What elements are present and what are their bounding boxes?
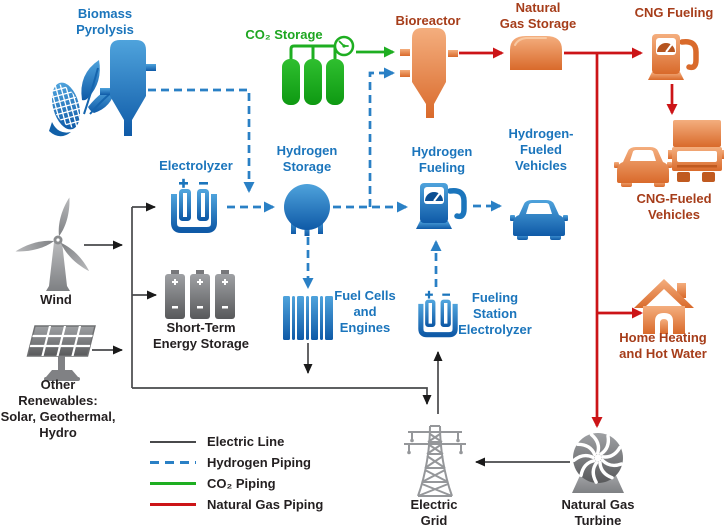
solar-panel-icon	[26, 325, 96, 381]
legend-label: CO₂ Piping	[207, 476, 276, 491]
natural-gas-piping-sample	[150, 503, 196, 506]
fuel-cell-stack-icon	[283, 296, 333, 340]
fueling-station-electrolyzer-icon	[418, 290, 458, 338]
gas-storage-tank-icon	[510, 36, 562, 70]
electric-line-sample	[150, 440, 196, 443]
natural-gas-piping-lines	[459, 47, 678, 428]
hydrogen-car-icon	[510, 200, 568, 240]
wind-label: Wind	[40, 292, 72, 307]
cng-fueled-vehicles-label: CNG-Fueled Vehicles	[636, 191, 712, 222]
hydrogen-piping-pyrolysis-to-line	[148, 88, 255, 193]
bioreactor-vessel-icon	[400, 28, 458, 118]
co2-piping-sample	[150, 482, 196, 485]
other-renewables-label: Other Renewables: Solar, Geothermal, Hyd…	[0, 377, 116, 440]
legend-label: Natural Gas Piping	[207, 497, 324, 512]
house-icon	[634, 279, 694, 334]
cng-fueling-label: CNG Fueling	[634, 5, 714, 20]
battery-storage-icon	[165, 270, 235, 319]
legend-item-hydrogen: Hydrogen Piping	[150, 452, 323, 473]
legend: Electric Line Hydrogen Piping CO₂ Piping…	[150, 431, 323, 515]
cng-car-icon	[614, 147, 672, 187]
biomass-pyrolysis-label: Biomass Pyrolysis	[76, 6, 134, 37]
hydrogen-storage-label: Hydrogen Storage	[276, 143, 338, 174]
hydrogen-fueling-label: Hydrogen Fueling	[411, 144, 473, 175]
short-term-energy-storage-label: Short-Term Energy Storage	[152, 320, 250, 351]
natural-gas-storage-label: Natural Gas Storage	[499, 0, 577, 31]
legend-label: Hydrogen Piping	[207, 455, 311, 470]
natural-gas-turbine-label: Natural Gas Turbine	[561, 497, 635, 528]
electric-line-bus-to-grid	[132, 387, 432, 405]
co2-storage-label: CO₂ Storage	[245, 27, 323, 42]
co2-cylinders-icon	[282, 35, 355, 105]
bioreactor-label: Bioreactor	[395, 13, 461, 28]
hydrogen-fuel-pump-icon	[416, 183, 467, 229]
fuel-cells-and-engines-label: Fuel Cells and Engines	[334, 288, 396, 335]
hydrogen-piping-sample	[150, 461, 196, 464]
cng-truck-icon	[668, 120, 724, 182]
legend-label: Electric Line	[207, 434, 285, 449]
legend-item-electric: Electric Line	[150, 431, 323, 452]
electric-grid-tower-icon	[404, 425, 466, 497]
pyrolysis-vessel-icon	[100, 40, 156, 136]
hydrogen-fueled-vehicles-label: Hydrogen- Fueled Vehicles	[508, 126, 574, 173]
pressure-gauge-icon	[333, 35, 355, 57]
electrolyzer-label: Electrolyzer	[159, 158, 233, 173]
hydrogen-piping-lines	[148, 67, 502, 289]
electric-grid-label: Electric Grid	[410, 497, 458, 528]
hydrogen-storage-sphere-icon	[284, 184, 330, 236]
gas-turbine-icon	[572, 433, 624, 493]
electrolyzer-icon	[171, 178, 217, 233]
cng-fuel-pump-icon	[648, 34, 699, 80]
wind-turbine-icon	[15, 197, 90, 291]
home-heating-label: Home Heating and Hot Water	[619, 330, 707, 361]
legend-item-co2: CO₂ Piping	[150, 473, 323, 494]
hydrogen-piping-line-to-bioreactor	[368, 67, 395, 207]
fueling-station-electrolyzer-label: Fueling Station Electrolyzer	[458, 290, 532, 337]
electric-lines	[84, 202, 570, 467]
legend-item-natural-gas: Natural Gas Piping	[150, 494, 323, 515]
